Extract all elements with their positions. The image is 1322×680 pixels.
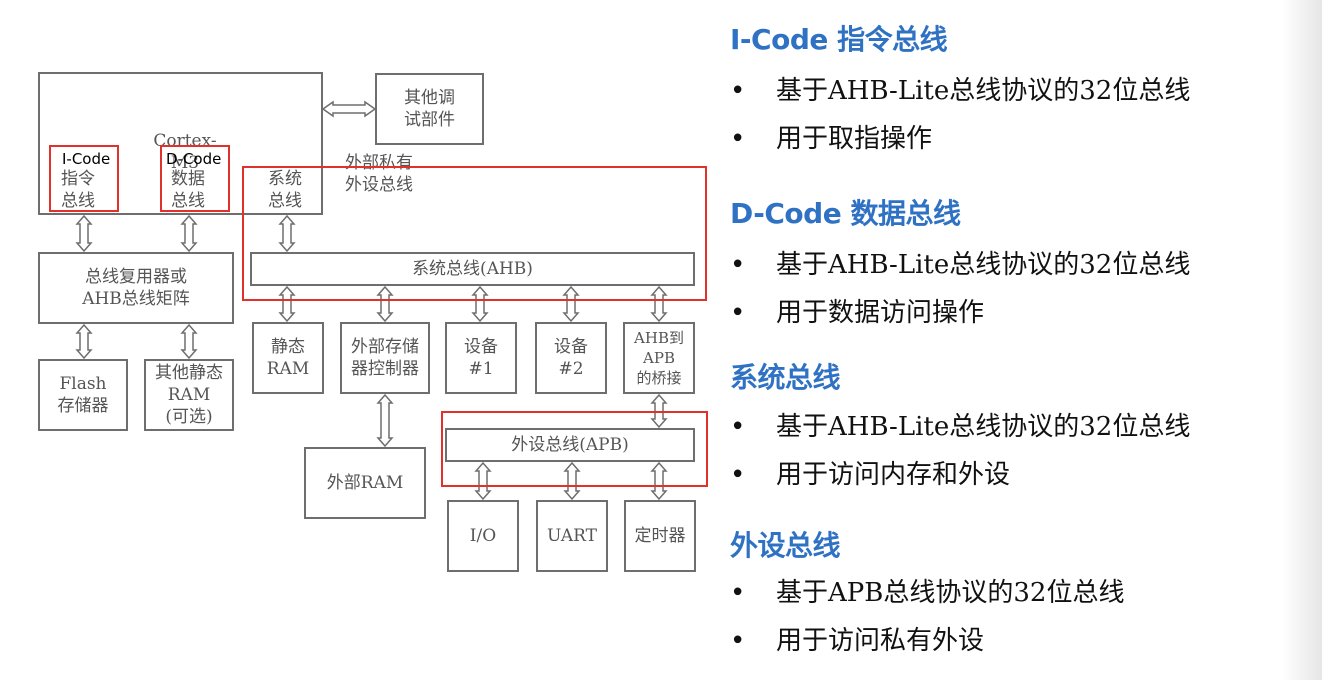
bullet-dot-icon: • bbox=[730, 298, 746, 328]
edge-shadow bbox=[1282, 0, 1322, 680]
bidirectional-arrow-icon bbox=[650, 285, 668, 323]
bidirectional-arrow-icon bbox=[474, 461, 492, 501]
device2-box: 设备 #2 bbox=[535, 322, 607, 394]
bullet-dot-icon: • bbox=[730, 578, 746, 608]
ahb-bar: 系统总线(AHB) bbox=[250, 252, 695, 286]
bidirectional-arrow-icon bbox=[321, 100, 377, 118]
bidirectional-arrow-icon bbox=[376, 393, 394, 448]
system-bus-label: 系统 总线 bbox=[268, 169, 302, 211]
dcode-bus-label: 数据 总线 bbox=[171, 169, 205, 211]
ahb-apb-bridge-box: AHB到 APB 的桥接 bbox=[623, 322, 695, 394]
bullet-item: •用于访问内存和外设 bbox=[730, 460, 1011, 490]
bidirectional-arrow-icon bbox=[180, 214, 198, 253]
section-title-peripheral-bus: 外设总线 bbox=[730, 529, 841, 562]
section-title-dcode: D-Code 数据总线 bbox=[730, 197, 961, 230]
apb-highlight bbox=[441, 411, 708, 487]
arrows-layer bbox=[75, 100, 668, 501]
bullet-dot-icon: • bbox=[730, 626, 746, 656]
bidirectional-arrow-icon bbox=[471, 285, 489, 323]
bus-architecture-diagram: Cortex-M3 指令 总线 数据 总线 系统 总线 其他调 试部件 外部私有… bbox=[38, 72, 708, 572]
optional-sram-box: 其他静态 RAM (可选) bbox=[144, 359, 234, 431]
ext-mem-controller-box: 外部存储 器控制器 bbox=[340, 322, 430, 394]
bullet-dot-icon: • bbox=[730, 124, 746, 154]
section-title-system-bus: 系统总线 bbox=[730, 361, 841, 394]
private-bus-label: 外部私有 外设总线 bbox=[345, 153, 413, 195]
uart-box: UART bbox=[536, 500, 608, 572]
bullet-item: •基于APB总线协议的32位总线 bbox=[730, 578, 1125, 608]
bus-matrix-box: 总线复用器或 AHB总线矩阵 bbox=[38, 252, 234, 324]
bullet-item: •用于数据访问操作 bbox=[730, 298, 985, 328]
bullet-dot-icon: • bbox=[730, 412, 746, 442]
icode-tag: I-Code bbox=[62, 150, 111, 168]
bidirectional-arrow-icon bbox=[180, 323, 198, 360]
cortex-m3-box bbox=[38, 72, 323, 215]
apb-bar: 外设总线(APB) bbox=[445, 428, 695, 462]
io-box: I/O bbox=[447, 500, 519, 572]
icode-bus-label: 指令 总线 bbox=[61, 169, 95, 211]
bidirectional-arrow-icon bbox=[278, 214, 296, 253]
bullet-item: •基于AHB-Lite总线协议的32位总线 bbox=[730, 250, 1191, 280]
bidirectional-arrow-icon bbox=[75, 214, 93, 253]
dcode-tag: D-Code bbox=[166, 150, 222, 168]
bidirectional-arrow-icon bbox=[278, 285, 296, 323]
bullet-item: •用于取指操作 bbox=[730, 124, 933, 154]
flash-box: Flash 存储器 bbox=[38, 359, 128, 431]
system-bus-highlight bbox=[242, 166, 707, 301]
device1-box: 设备 #1 bbox=[445, 322, 517, 394]
timer-box: 定时器 bbox=[624, 500, 696, 572]
sram-box: 静态 RAM bbox=[252, 322, 324, 394]
bidirectional-arrow-icon bbox=[75, 323, 93, 360]
section-title-icode: I-Code 指令总线 bbox=[730, 23, 948, 56]
bullet-dot-icon: • bbox=[730, 460, 746, 490]
ext-ram-box: 外部RAM bbox=[304, 447, 426, 519]
bidirectional-arrow-icon bbox=[562, 285, 580, 323]
bidirectional-arrow-icon bbox=[563, 461, 581, 501]
dcode-highlight bbox=[160, 145, 230, 212]
bidirectional-arrow-icon bbox=[650, 461, 668, 501]
bidirectional-arrow-icon bbox=[376, 285, 394, 323]
bullet-item: •用于访问私有外设 bbox=[730, 626, 985, 656]
icode-highlight bbox=[49, 145, 119, 212]
bullet-item: •基于AHB-Lite总线协议的32位总线 bbox=[730, 412, 1191, 442]
bullet-dot-icon: • bbox=[730, 250, 746, 280]
bullet-item: •基于AHB-Lite总线协议的32位总线 bbox=[730, 76, 1191, 106]
debug-components-box: 其他调 试部件 bbox=[375, 73, 484, 145]
bullet-dot-icon: • bbox=[730, 76, 746, 106]
